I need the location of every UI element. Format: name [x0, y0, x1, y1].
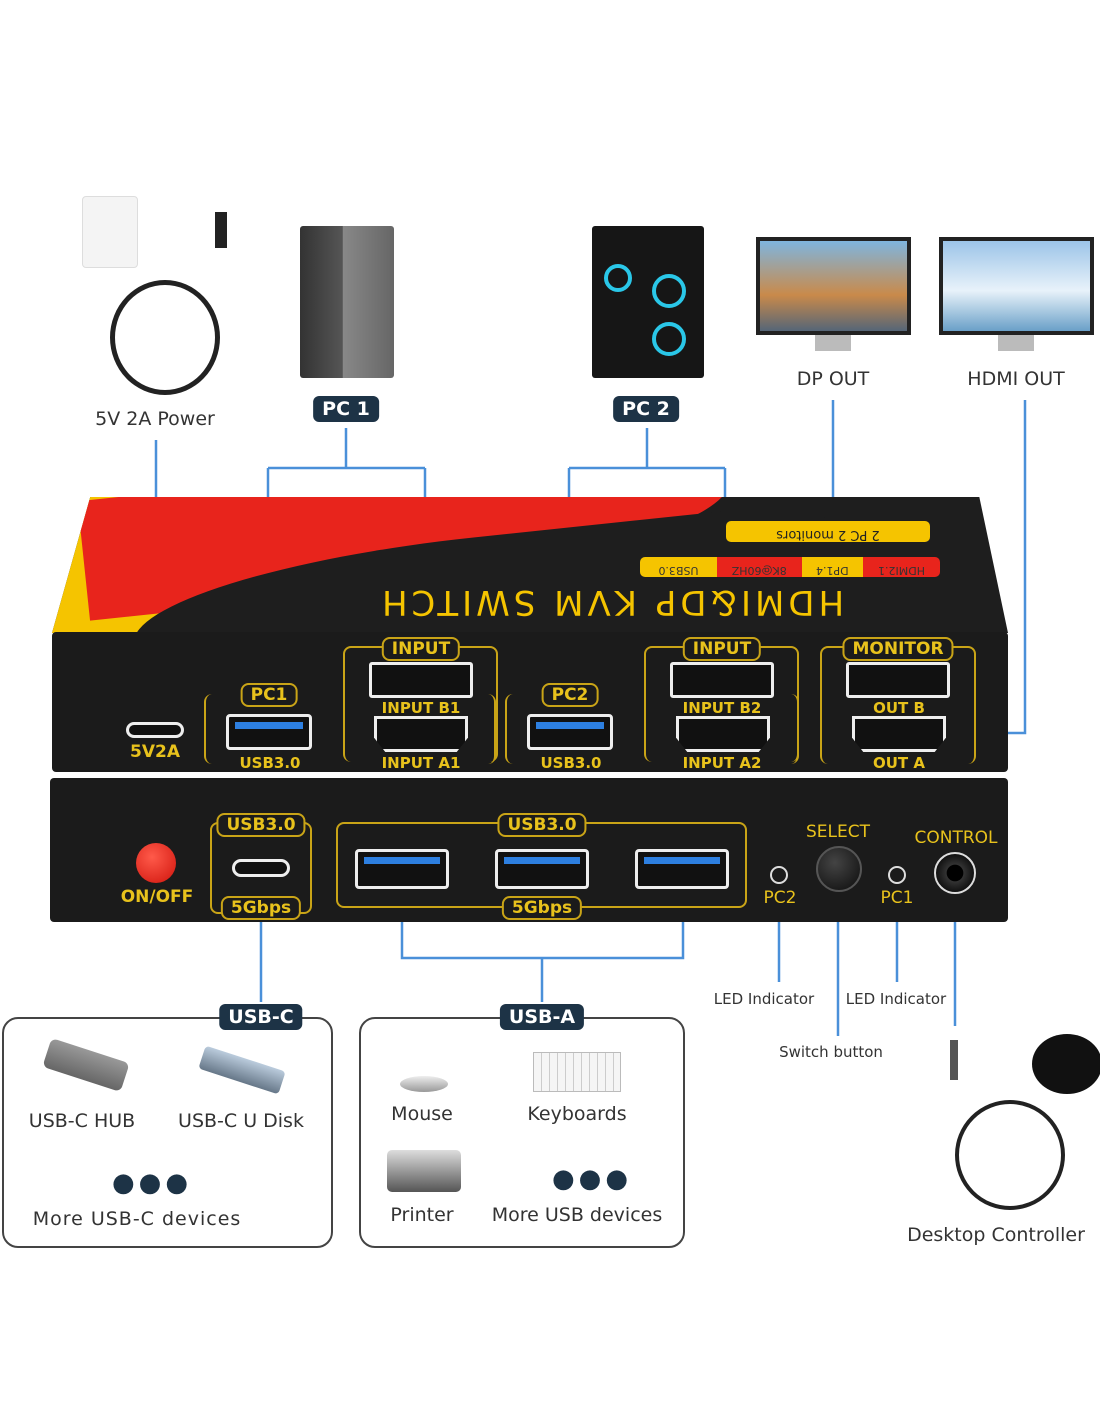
printer-icon	[387, 1150, 461, 1192]
spec-strip: HDMI2.1 DP1.4 8K@60HZ USB3.0	[640, 557, 940, 577]
spec-dp: DP1.4	[801, 557, 864, 577]
hdmi-out-label: HDMI OUT	[967, 368, 1065, 390]
input-a1-label: INPUT A1	[381, 754, 461, 772]
hdmi-input-a2-port[interactable]	[676, 716, 770, 752]
usba-5gbps-tag: 5Gbps	[501, 896, 583, 920]
control-label: CONTROL	[914, 828, 998, 848]
usba-port-3[interactable]	[635, 849, 729, 889]
power-cable-icon	[110, 280, 220, 395]
dp-monitor-image	[756, 237, 911, 335]
out-a-label: OUT A	[873, 754, 925, 772]
keyboards-label: Keyboards	[527, 1103, 627, 1125]
control-port[interactable]	[934, 852, 976, 894]
usb30-label-2: USB3.0	[540, 754, 602, 772]
more-dots-icon: ●●●	[112, 1168, 193, 1198]
product-title: HDMI&DP KVM SWITCH	[378, 582, 845, 622]
usbc-front-port[interactable]	[232, 859, 290, 877]
usbc-udisk-label: USB-C U Disk	[178, 1110, 304, 1132]
input-a2-label: INPUT A2	[682, 754, 762, 772]
hdmi-input-a1-port[interactable]	[374, 716, 468, 752]
keyboard-icon	[533, 1052, 621, 1092]
led-indicator-label-pc1: LED Indicator	[845, 990, 947, 1008]
select-label: SELECT	[806, 822, 870, 842]
mouse-icon	[400, 1076, 448, 1092]
select-button[interactable]	[816, 846, 862, 892]
switch-button-label: Switch button	[779, 1043, 883, 1061]
spec-resolution: 8K@60HZ	[716, 557, 802, 577]
hdmi-monitor-image	[939, 237, 1094, 335]
power-adapter-icon	[82, 196, 138, 268]
pc2-led-label: PC2	[763, 888, 797, 908]
dp-out-b-port[interactable]	[846, 662, 950, 698]
pc1-led	[888, 866, 906, 884]
pc1-led-label: PC1	[880, 888, 914, 908]
input-tag-2: INPUT	[682, 637, 762, 661]
power-button[interactable]	[136, 843, 176, 883]
usb-pc1-port[interactable]	[226, 714, 312, 750]
dp-out-label: DP OUT	[796, 368, 870, 390]
mouse-label: Mouse	[391, 1103, 453, 1125]
usbc-power-port[interactable]	[126, 722, 184, 738]
power-label: 5V 2A Power	[95, 408, 215, 430]
pc1-badge: PC 1	[313, 396, 379, 422]
more-usbc-label: More USB-C devices	[32, 1208, 242, 1230]
dp-input-b1-port[interactable]	[369, 662, 473, 698]
desktop-controller-label: Desktop Controller	[907, 1224, 1085, 1246]
spec-usb: USB3.0	[640, 557, 717, 577]
usbc-usb30-tag: USB3.0	[216, 813, 306, 837]
more-dots-icon-2: ●●●	[552, 1164, 633, 1194]
usbc-devices-box	[2, 1017, 333, 1248]
led-indicator-label-pc2: LED Indicator	[713, 990, 815, 1008]
desktop-controller-icon	[1032, 1034, 1100, 1094]
input-tag-1: INPUT	[381, 637, 461, 661]
more-usb-label: More USB devices	[491, 1204, 663, 1226]
pc2-badge: PC 2	[613, 396, 679, 422]
printer-label: Printer	[390, 1204, 454, 1226]
pc2-port-tag: PC2	[541, 683, 599, 707]
usba-usb30-tag: USB3.0	[497, 813, 587, 837]
pc1-image	[300, 226, 394, 378]
input-b2-label: INPUT B2	[682, 699, 762, 717]
pc2-led	[770, 866, 788, 884]
usba-port-1[interactable]	[355, 849, 449, 889]
input-b1-label: INPUT B1	[381, 699, 461, 717]
usb-pc2-port[interactable]	[527, 714, 613, 750]
usbc-badge: USB-C	[219, 1004, 303, 1030]
power-port-label: 5V2A	[130, 742, 180, 762]
usba-port-2[interactable]	[495, 849, 589, 889]
dp-input-b2-port[interactable]	[670, 662, 774, 698]
usbc-hub-label: USB-C HUB	[28, 1110, 136, 1132]
usbc-5gbps-tag: 5Gbps	[220, 896, 302, 920]
usba-badge: USB-A	[499, 1004, 585, 1030]
pc1-port-tag: PC1	[240, 683, 298, 707]
out-b-label: OUT B	[873, 699, 925, 717]
spec-hdmi: HDMI2.1	[863, 557, 940, 577]
usb30-label-1: USB3.0	[239, 754, 301, 772]
pc2-image	[592, 226, 704, 378]
monitor-tag: MONITOR	[842, 637, 954, 661]
hdmi-out-a-port[interactable]	[852, 716, 946, 752]
onoff-label: ON/OFF	[120, 887, 194, 907]
tag-2pc-2monitors: 2 PC 2 monitors	[726, 521, 930, 542]
